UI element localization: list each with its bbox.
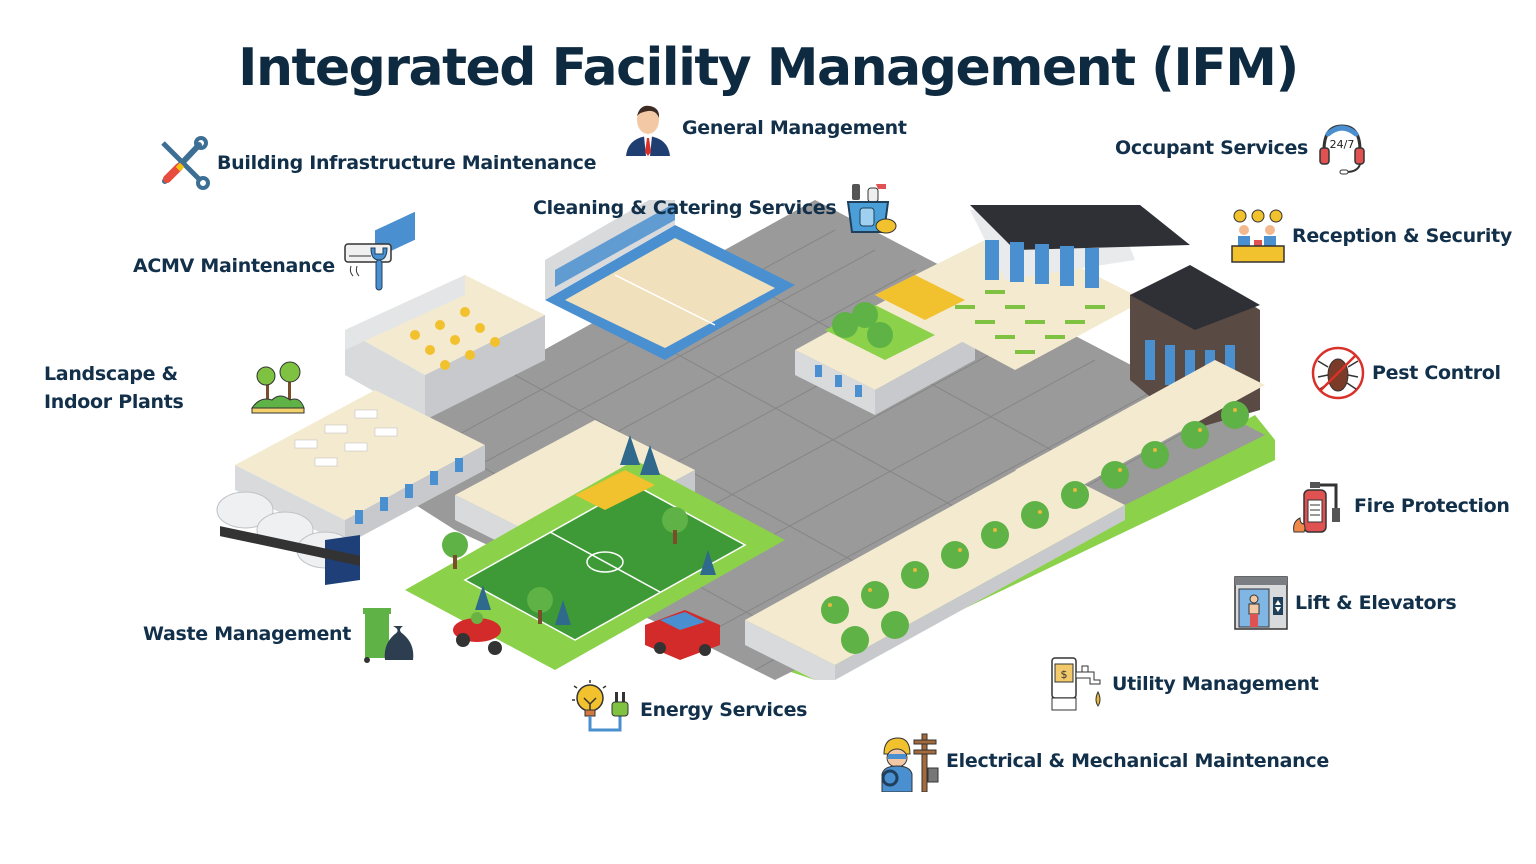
service-reception-security: Reception & Security <box>1230 208 1512 264</box>
svg-text:24/7: 24/7 <box>1330 138 1355 151</box>
service-label: Energy Services <box>640 699 808 721</box>
service-label: Building Infrastructure Maintenance <box>217 152 597 174</box>
service-waste-management: Waste Management <box>143 604 417 664</box>
service-label: General Management <box>682 117 907 139</box>
service-pest-control: Pest Control <box>1310 345 1501 401</box>
service-label: Electrical & Mechanical Maintenance <box>946 750 1329 772</box>
headset-24-7-icon: 24/7 <box>1314 120 1370 176</box>
reception-desk-icon <box>1230 208 1286 264</box>
service-occupant-services: Occupant Services 24/7 <box>1115 120 1370 176</box>
manager-icon <box>620 100 676 156</box>
svg-text:$: $ <box>1061 668 1068 681</box>
elevator-icon <box>1233 575 1289 631</box>
service-label: Waste Management <box>143 623 352 645</box>
service-acmv: ACMV Maintenance <box>133 238 397 294</box>
service-landscape: Landscape & Indoor Plants <box>44 360 306 416</box>
bulb-plug-icon <box>570 678 634 742</box>
service-lift-elevators: Lift & Elevators <box>1233 575 1457 631</box>
service-label: Reception & Security <box>1292 225 1512 247</box>
no-cockroach-icon <box>1310 345 1366 401</box>
trees-icon <box>250 360 306 416</box>
trash-bin-icon <box>357 604 417 664</box>
service-energy-services: Energy Services <box>570 678 807 742</box>
service-label: Fire Protection <box>1354 495 1510 517</box>
aircon-wrench-icon <box>341 238 397 294</box>
service-utility-management: $ Utility Management <box>1050 656 1319 712</box>
tools-icon <box>155 135 211 191</box>
cleaning-bucket-icon <box>842 180 898 236</box>
utility-bill-tap-icon: $ <box>1050 656 1106 712</box>
service-label: ACMV Maintenance <box>133 255 335 277</box>
fire-extinguisher-icon <box>1292 478 1348 534</box>
service-label: Lift & Elevators <box>1295 592 1457 614</box>
service-electrical-mechanical: Electrical & Mechanical Maintenance <box>880 730 1329 792</box>
service-label: Pest Control <box>1372 362 1501 384</box>
service-building-infrastructure: Building Infrastructure Maintenance <box>155 135 597 191</box>
facility-illustration <box>215 200 1275 680</box>
service-label: Cleaning & Catering Services <box>533 197 837 219</box>
page-title: Integrated Facility Management (IFM) <box>238 38 1299 98</box>
service-general-management: General Management <box>620 100 907 156</box>
electrician-icon <box>880 730 940 792</box>
service-label: Occupant Services <box>1115 137 1309 159</box>
service-label: Utility Management <box>1112 673 1319 695</box>
service-cleaning-catering: Cleaning & Catering Services <box>533 180 898 236</box>
service-label: Landscape & Indoor Plants <box>44 363 184 413</box>
service-fire-protection: Fire Protection <box>1292 478 1510 534</box>
